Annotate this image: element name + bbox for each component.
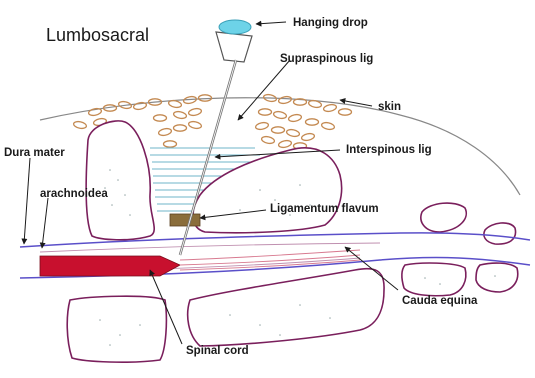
label-hanging-drop: Hanging drop (293, 17, 368, 29)
needle-hub (216, 32, 252, 62)
spinous-process-left (86, 121, 154, 240)
fat-cell (188, 121, 202, 130)
label-supraspinous-lig: Supraspinous lig (280, 53, 373, 65)
fat-cell (278, 140, 292, 149)
fat-cell (259, 109, 272, 115)
fat-cell (321, 122, 335, 131)
fat-cell (339, 109, 352, 115)
label-skin: skin (378, 101, 401, 113)
label-interspinous-lig: Interspinous lig (346, 144, 432, 156)
fat-cell (174, 125, 187, 131)
fat-cell (168, 100, 182, 109)
transverse-process-right-1 (421, 203, 466, 232)
arachnoid-upper-line (40, 243, 380, 252)
vertebral-body-4 (476, 263, 518, 292)
transverse-process-right-2 (484, 223, 516, 244)
fat-cell (286, 129, 300, 138)
vertebral-bodies-lower (67, 263, 518, 362)
fat-cell (154, 115, 167, 121)
fat-cell (73, 121, 87, 130)
label-ligamentum-flavum: Ligamentum flavum (270, 203, 379, 215)
vertebral-body-3 (402, 263, 466, 296)
fat-cell (255, 122, 269, 131)
fat-cell (306, 119, 319, 125)
vertebral-body-1 (67, 296, 166, 362)
label-dura-mater: Dura mater (4, 147, 65, 159)
label-spinal-cord: Spinal cord (186, 345, 249, 357)
diagram-title: Lumbosacral (46, 25, 149, 45)
fat-cell (288, 114, 302, 123)
fat-cell (323, 104, 337, 113)
ligamentum-flavum-block (170, 214, 200, 226)
fat-cell (301, 133, 315, 142)
hanging-drop-bubble (219, 20, 251, 34)
label-arachnoidea: arachnoidea (40, 188, 108, 200)
fat-cell (173, 111, 187, 120)
fat-cell (133, 102, 147, 111)
fat-cell (278, 96, 292, 105)
fat-cell (188, 108, 202, 117)
spinous-process-middle (193, 148, 342, 233)
fat-cell (164, 141, 177, 147)
fat-cell (88, 108, 102, 117)
fat-cell (158, 128, 172, 137)
vertebral-bones-upper (86, 121, 515, 244)
fat-cell (261, 136, 275, 145)
spinal-cord (40, 256, 180, 276)
label-cauda-equina: Cauda equina (402, 295, 478, 307)
fat-cell (273, 111, 287, 120)
fat-cell (272, 127, 285, 133)
vertebral-body-2 (188, 269, 384, 346)
